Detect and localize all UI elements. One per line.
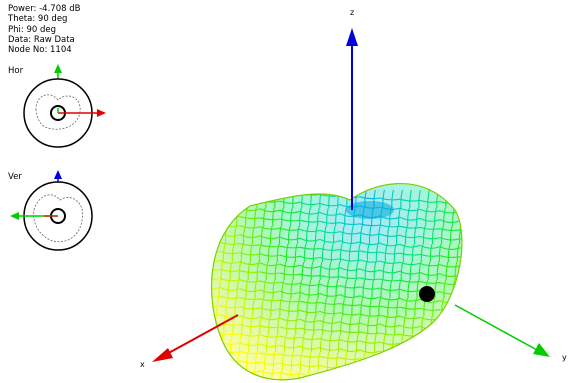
phi-readout: Phi: 90 deg: [8, 24, 56, 35]
axis-y-label: y: [562, 353, 567, 362]
horizontal-cut-plot: [23, 64, 106, 148]
power-readout: Power: -4.708 dB: [8, 4, 81, 14]
axis-x: [152, 314, 239, 362]
node-readout: Node No: 1104: [8, 45, 72, 56]
data-readout: Data: Raw Data: [8, 34, 75, 45]
axis-x-label: x: [140, 360, 145, 369]
axis-y: [454, 304, 550, 357]
axis-z: [346, 28, 358, 210]
axis-z-label: z: [350, 8, 354, 17]
readout-panel: Power: -4.708 dB Theta: 90 deg Phi: 90 d…: [8, 4, 80, 55]
horizontal-view-label: Hor: [8, 66, 24, 76]
theta-readout: Theta: 90 deg: [8, 14, 68, 25]
vertical-cut-plot: [10, 170, 93, 251]
vertical-view-label: Ver: [8, 172, 22, 182]
radiation-lobe: [210, 183, 463, 381]
probe-marker[interactable]: [419, 286, 435, 302]
